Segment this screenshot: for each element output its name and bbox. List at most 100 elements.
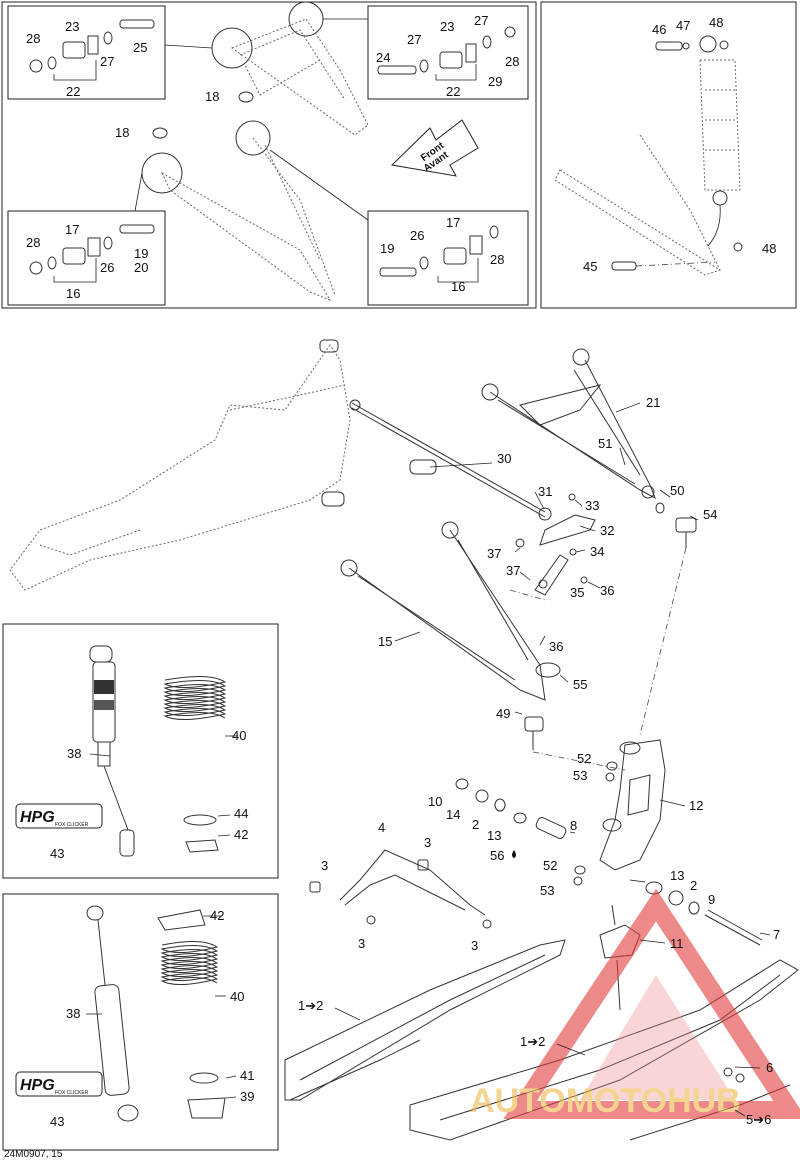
chassis-frame-dotted [9, 339, 437, 591]
label-29: 29 [488, 74, 502, 89]
label-11: 11 [670, 936, 684, 951]
label-23: 23 [440, 19, 454, 34]
svg-text:FOX CLICKER: FOX CLICKER [55, 822, 89, 828]
label-40: 40 [232, 728, 246, 743]
label-7: 7 [773, 927, 780, 942]
label-10: 10 [428, 794, 442, 809]
lower-a-arm-dotted [141, 120, 336, 302]
label-24: 24 [376, 50, 390, 65]
label-26: 26 [100, 260, 114, 275]
label-32: 32 [600, 523, 614, 538]
label-28: 28 [26, 235, 40, 250]
svg-text:HPG: HPG [20, 1077, 55, 1094]
label-5-to-6: 5➔6 [746, 1112, 771, 1127]
label-3: 3 [471, 938, 478, 953]
label-46: 46 [652, 22, 666, 37]
label-48: 48 [709, 15, 723, 30]
label-3: 3 [358, 936, 365, 951]
rear-arm-with-shock-dotted [554, 35, 743, 276]
ski-left [284, 849, 566, 1101]
label-38: 38 [67, 746, 81, 761]
label-35: 35 [570, 585, 584, 600]
label-1-to-2: 1➔2 [520, 1034, 545, 1049]
label-51: 51 [598, 436, 612, 451]
label-16: 16 [66, 286, 80, 301]
shock-panel-lower [2, 893, 279, 1151]
label-13: 13 [670, 868, 684, 883]
lower-a-arm [340, 521, 561, 701]
inset-hardware-c [29, 224, 155, 275]
label-27: 27 [474, 13, 488, 28]
top-left-panel [1, 1, 537, 309]
steering-bracket [515, 493, 596, 596]
figure-code: 24M0907, 15 [4, 1149, 63, 1160]
tie-rod [349, 399, 552, 521]
label-47: 47 [676, 18, 690, 33]
ball-joint-lower [524, 716, 544, 750]
label-12: 12 [689, 798, 703, 813]
label-28: 28 [490, 252, 504, 267]
label-13: 13 [487, 828, 501, 843]
inset-hardware-d [379, 225, 499, 277]
label-18: 18 [115, 125, 129, 140]
hpg-logo-upper: HPG FOX CLICKER [15, 803, 103, 829]
label-52: 52 [543, 858, 557, 873]
label-9: 9 [708, 892, 715, 907]
shock-panel-upper [2, 623, 279, 879]
label-27: 27 [407, 32, 421, 47]
label-3: 3 [424, 835, 431, 850]
label-36: 36 [549, 639, 563, 654]
label-39: 39 [240, 1089, 254, 1104]
label-53: 53 [540, 883, 554, 898]
label-3: 3 [321, 858, 328, 873]
label-34: 34 [590, 544, 604, 559]
label-52: 52 [577, 751, 591, 766]
label-22: 22 [446, 84, 460, 99]
label-1-to-2: 1➔2 [298, 998, 323, 1013]
upper-a-arm [481, 348, 656, 500]
label-33: 33 [585, 498, 599, 513]
label-56: 56 [490, 848, 504, 863]
label-43: 43 [50, 846, 64, 861]
label-25: 25 [133, 40, 147, 55]
washer-18-lower [152, 127, 168, 139]
svg-text:FOX CLICKER: FOX CLICKER [55, 1090, 89, 1096]
label-38: 38 [66, 1006, 80, 1021]
upper-a-arm-dotted [211, 1, 369, 136]
label-28: 28 [26, 31, 40, 46]
label-30: 30 [497, 451, 511, 466]
inset-hardware-b [377, 26, 516, 75]
inset-box-lower-right [367, 210, 529, 306]
label-21: 21 [646, 395, 660, 410]
label-14: 14 [446, 807, 460, 822]
part-labels: 28 23 25 27 22 23 27 24 27 28 22 29 18 1… [4, 13, 780, 1160]
label-16: 16 [451, 279, 465, 294]
label-48: 48 [762, 241, 776, 256]
label-6: 6 [766, 1060, 773, 1075]
label-26: 26 [410, 228, 424, 243]
shock-absorber-lower [86, 905, 139, 1122]
label-37: 37 [506, 563, 520, 578]
watermark-logo: AUTOMOTOHUB [470, 888, 800, 1120]
label-40: 40 [230, 989, 244, 1004]
coil-spring-lower [157, 909, 226, 1119]
label-45: 45 [583, 259, 597, 274]
label-53: 53 [573, 768, 587, 783]
label-20: 20 [134, 260, 148, 275]
label-19: 19 [380, 241, 394, 256]
label-19: 19 [134, 246, 148, 261]
label-17: 17 [446, 215, 460, 230]
shock-absorber-upper [89, 645, 135, 857]
label-36: 36 [600, 583, 614, 598]
label-50: 50 [670, 483, 684, 498]
spindle [599, 739, 666, 871]
label-27: 27 [100, 54, 114, 69]
label-2: 2 [472, 817, 479, 832]
washer-18-upper [238, 91, 254, 103]
spindle-hardware-right [573, 761, 763, 946]
label-43: 43 [50, 1114, 64, 1129]
coil-spring-upper [163, 676, 227, 853]
label-44: 44 [234, 806, 248, 821]
label-54: 54 [703, 507, 717, 522]
